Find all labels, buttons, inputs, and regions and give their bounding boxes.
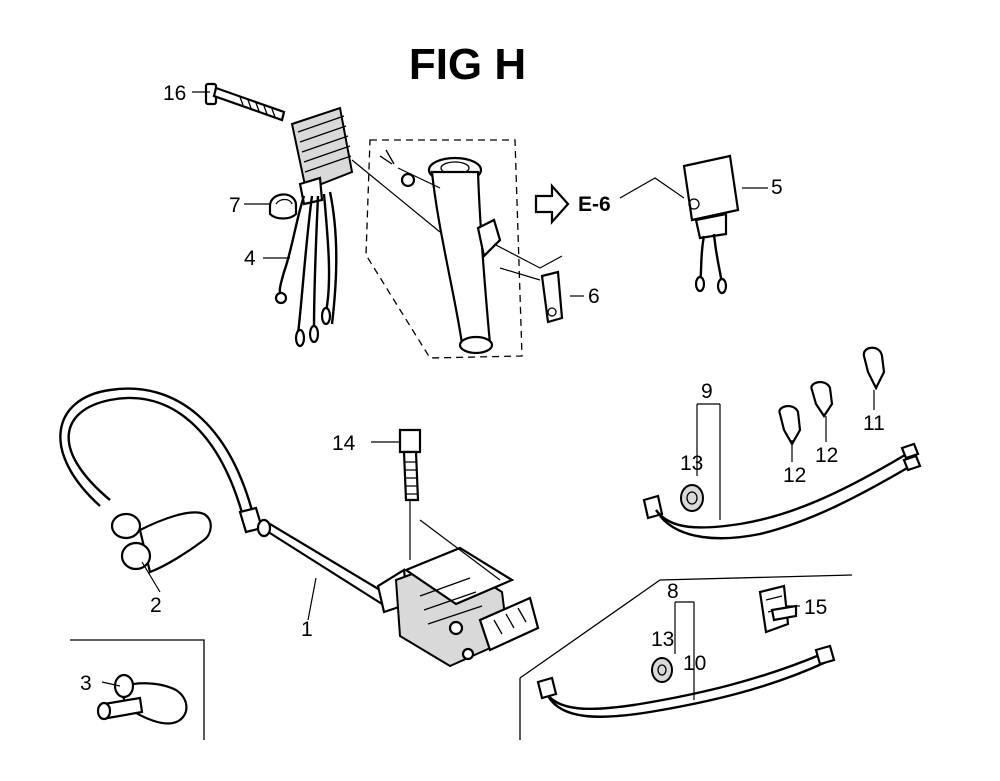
callout-7: 7 (229, 194, 241, 217)
part-15-connector (758, 584, 798, 634)
part-14-bolt (398, 428, 422, 502)
callout-9: 9 (701, 380, 713, 403)
pipe-assembly-box (365, 139, 523, 359)
part-16-bolt (204, 82, 286, 122)
callout-6: 6 (588, 285, 600, 308)
callout-8: 8 (667, 580, 679, 603)
callout-11: 11 (863, 412, 885, 435)
callout-13-lower: 13 (651, 628, 674, 651)
part-12-clip-a (778, 405, 802, 447)
part-5-connector (682, 154, 740, 295)
part-7-grommet (268, 193, 298, 220)
leader-lines (101, 91, 875, 700)
part-10-harness (519, 574, 853, 740)
part-3-inset (70, 639, 205, 740)
callout-10: 10 (683, 652, 706, 675)
callout-12-left: 12 (783, 464, 806, 487)
part-6-clamp (540, 270, 564, 324)
callout-13-upper: 13 (680, 452, 703, 475)
callout-5: 5 (771, 176, 783, 199)
callout-3: 3 (80, 672, 92, 695)
part-2-plug-cap (59, 387, 264, 574)
callout-15: 15 (804, 596, 827, 619)
callout-4: 4 (244, 247, 256, 270)
part-9-harness (642, 442, 922, 540)
callout-14: 14 (332, 432, 356, 455)
callout-2: 2 (150, 594, 162, 617)
e6-reference (534, 183, 570, 225)
callout-1: 1 (301, 618, 313, 641)
part-11-clip (862, 346, 886, 391)
part-12-clip-b (810, 381, 834, 418)
part-4-regulator (274, 106, 354, 348)
part-1-ignition-coil (256, 518, 540, 668)
e6-reference-label: E-6 (578, 193, 611, 216)
callout-16: 16 (163, 82, 186, 105)
figure-title: FIG H (408, 40, 527, 89)
callout-12-right: 12 (815, 444, 838, 467)
